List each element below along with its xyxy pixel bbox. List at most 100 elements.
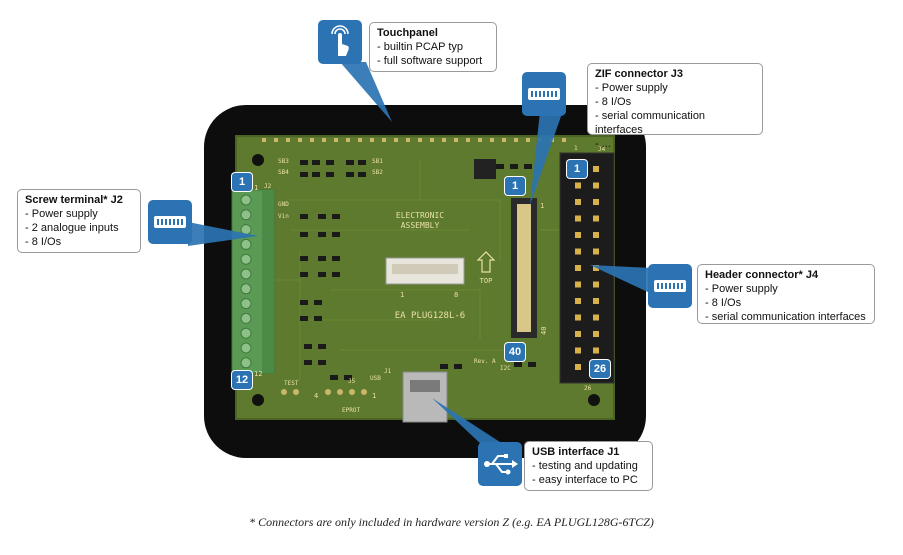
gnd-silk: GND: [278, 201, 289, 208]
edge-pin: [382, 138, 386, 142]
header-list: Power supply 8 I/Os serial communication…: [705, 282, 867, 324]
smd-component: [346, 172, 354, 177]
ribbon-connector-icon: [648, 264, 692, 308]
smd-component: [358, 172, 366, 177]
hdr-pin26-silk: 26: [584, 385, 592, 392]
fpc-pin1-silk: 1: [400, 291, 404, 299]
header-pin: [593, 182, 599, 189]
header-pin: [575, 347, 581, 354]
header-pin: [593, 215, 599, 222]
header-pin: [575, 364, 581, 370]
edge-pin: [346, 138, 350, 142]
zif-callout: ZIF connector J3 Power supply 8 I/Os ser…: [587, 63, 763, 150]
screw-pin1-badge: 1: [232, 173, 252, 191]
header-pin: [593, 298, 599, 304]
header-callout: Header connector* J4 Power supply 8 I/Os…: [697, 264, 875, 324]
sb2-silk: SB2: [372, 169, 383, 176]
edge-pin: [478, 138, 482, 142]
smd-component: [496, 164, 504, 169]
rev-label: Rev. A: [474, 358, 496, 365]
pad-1-silk: 1: [372, 392, 376, 400]
edge-pin: [562, 138, 566, 142]
touch-hand-icon: [318, 20, 362, 64]
smd-component: [332, 256, 340, 261]
zif-title: ZIF connector J3: [595, 68, 684, 80]
screw-pointer: [188, 222, 258, 246]
header-item: Power supply: [705, 282, 867, 296]
hdr-pin1-silk: 1: [574, 145, 578, 152]
usb-title: USB interface J1: [532, 446, 620, 458]
j2-silk: J2: [264, 183, 272, 190]
header-pin: [575, 182, 581, 189]
edge-pin: [430, 138, 434, 142]
smd-component: [510, 164, 518, 169]
usb-connector: [402, 371, 448, 423]
ribbon-connector-icon: [522, 72, 566, 116]
zif-item: serial communication interfaces: [595, 109, 755, 137]
header-pin: [593, 199, 599, 205]
screw-terminal-screw: [240, 283, 252, 295]
edge-pin: [322, 138, 326, 142]
j5-label: J5: [348, 378, 356, 385]
header-pin26-badge: 26: [590, 360, 610, 378]
smd-component: [332, 272, 340, 277]
zif-pin40-badge: 40: [505, 343, 525, 361]
screw-item: Power supply: [25, 207, 133, 221]
header-pin: [593, 265, 599, 271]
touchpanel-list: builtin PCAP typ full software support: [377, 40, 489, 68]
zif-list: Power supply 8 I/Os serial communication…: [595, 81, 755, 151]
header-title: Header connector* J4: [705, 269, 819, 281]
edge-pin: [418, 138, 422, 142]
smd-component: [326, 172, 334, 177]
header-pin1-badge: 1: [567, 160, 587, 178]
smd-component: [524, 164, 532, 169]
header-pin: [593, 232, 599, 238]
smd-component: [346, 160, 354, 165]
header-pin: [575, 314, 581, 321]
smd-component: [318, 360, 326, 365]
zif-pointer: [530, 102, 566, 205]
smd-component: [314, 300, 322, 305]
smd-component: [454, 364, 462, 369]
test-label: TEST: [284, 380, 299, 387]
header-item: serial communication interfaces: [705, 310, 867, 324]
usb-item: testing and updating: [532, 459, 645, 473]
touchpanel-item: builtin PCAP typ: [377, 40, 489, 54]
smd-component: [300, 232, 308, 237]
header-pin: [593, 166, 599, 172]
screw-terminal-screw: [240, 209, 252, 221]
screw-terminal-screw: [240, 342, 252, 354]
header-pin: [575, 265, 581, 271]
edge-pin: [514, 138, 518, 142]
smd-component: [300, 272, 308, 277]
header-pin: [575, 232, 581, 238]
smd-component: [332, 214, 340, 219]
edge-pin: [334, 138, 338, 142]
header-pin: [575, 215, 581, 222]
edge-pin: [262, 138, 266, 142]
vin-silk: Vin: [278, 213, 289, 220]
edge-pin: [358, 138, 362, 142]
screw-terminal-screw: [240, 238, 252, 250]
edge-pin: [442, 138, 446, 142]
screw-terminal-screw: [240, 268, 252, 280]
edge-pin: [286, 138, 290, 142]
header-pin: [575, 331, 581, 337]
sb1-silk: SB1: [372, 158, 383, 165]
zif-pin1-silk: 1: [540, 202, 544, 210]
header-pin: [575, 281, 581, 288]
edge-pin: [310, 138, 314, 142]
screw-title: Screw terminal* J2: [25, 194, 123, 206]
edge-pin: [454, 138, 458, 142]
smd-component: [304, 344, 312, 349]
usb-callout: USB interface J1 testing and updating ea…: [524, 441, 653, 491]
zif-item: 8 I/Os: [595, 95, 755, 109]
zif-item: Power supply: [595, 81, 755, 95]
usb-list: testing and updating easy interface to P…: [532, 459, 645, 487]
fpc-pin8-silk: 8: [454, 291, 458, 299]
edge-pin: [526, 138, 530, 142]
header-pin: [575, 248, 581, 255]
eprot-silk: EPROT: [342, 407, 360, 414]
